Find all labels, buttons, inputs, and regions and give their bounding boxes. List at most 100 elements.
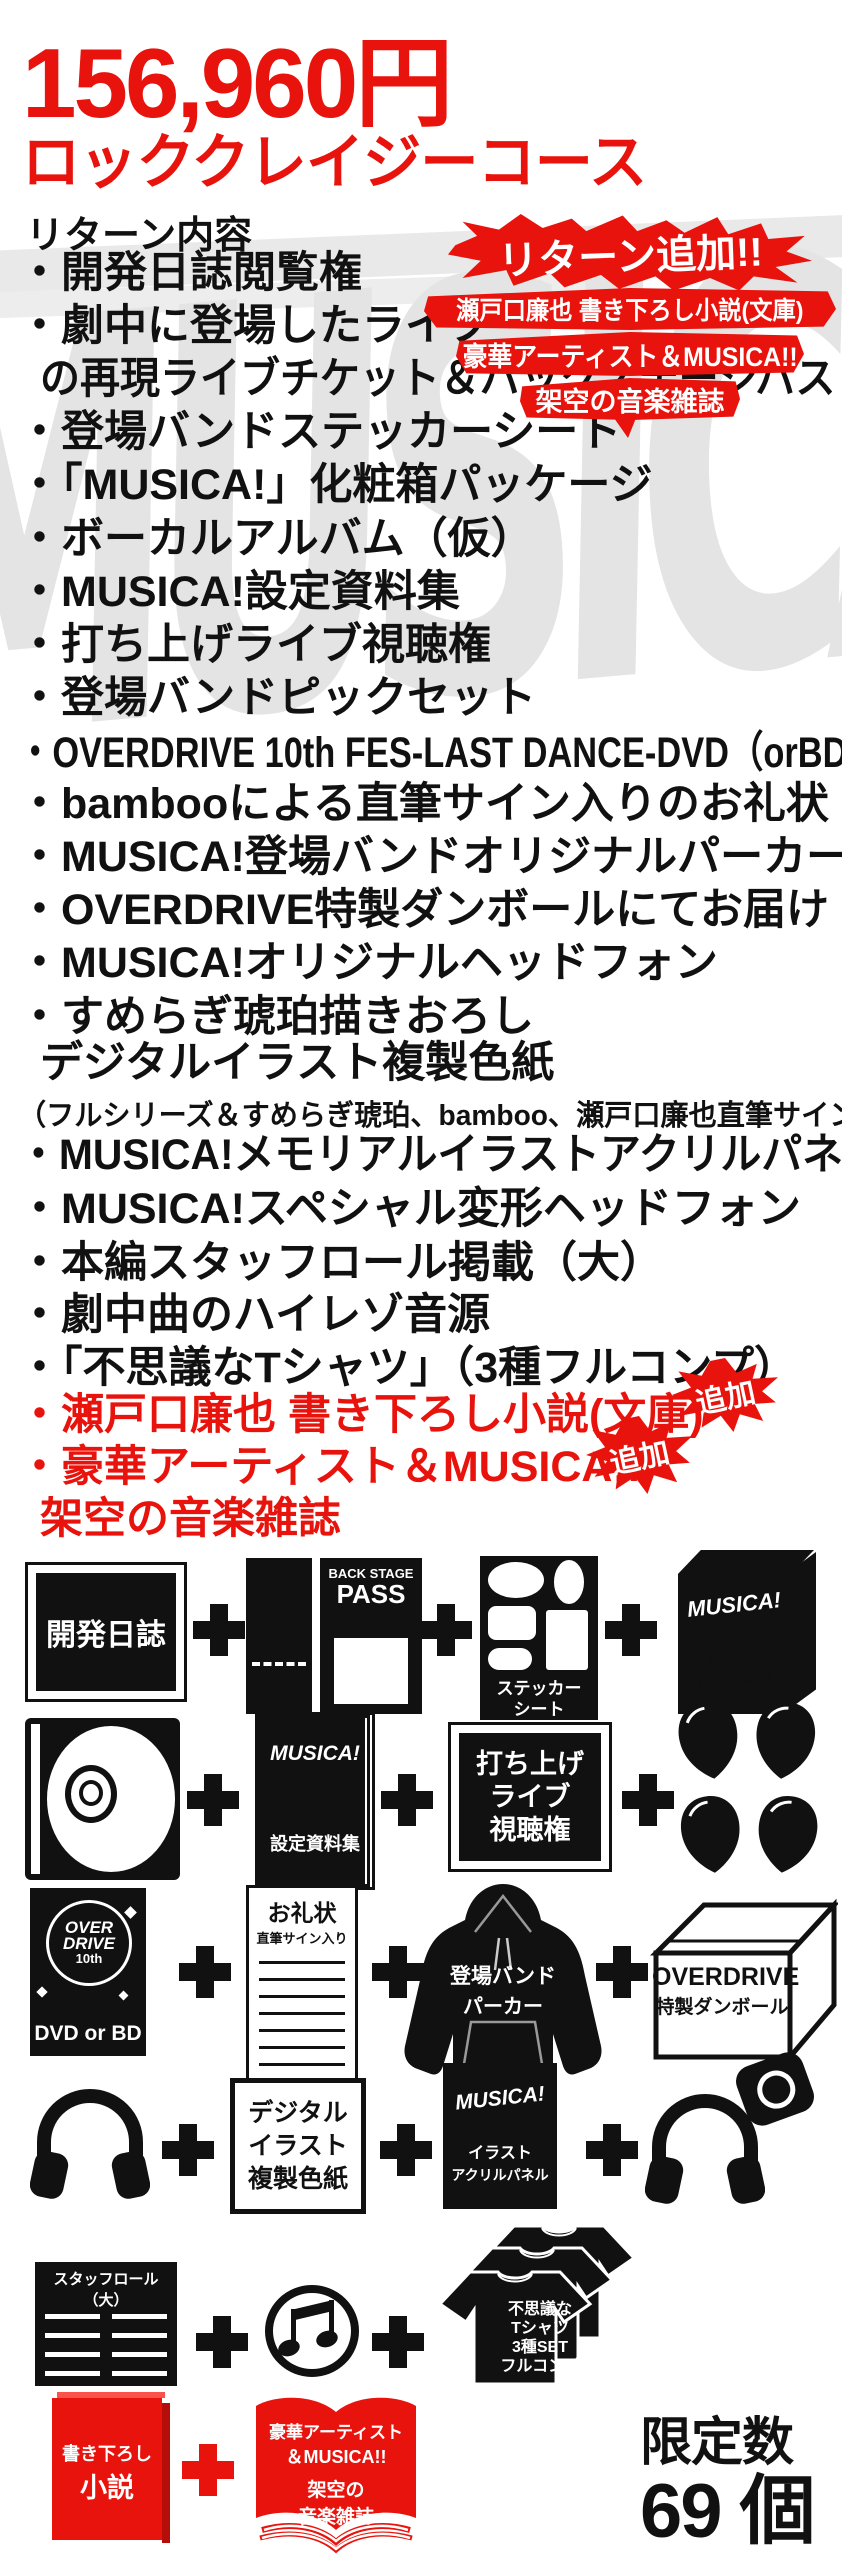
pass-label: PASS xyxy=(336,1579,406,1609)
thank-you-letter-icon: お礼状 直筆サイン入り xyxy=(246,1885,358,2099)
shipping-box-icon: OVERDRIVE 特製ダンボール xyxy=(648,1893,840,2064)
sparkle-icon xyxy=(36,1986,48,1998)
panel-label: イラスト xyxy=(468,2145,532,2162)
sticker-shape xyxy=(554,1560,584,1604)
list-item: ・OVERDRIVE特製ダンボールにてお届け xyxy=(18,886,829,934)
plus-icon: + xyxy=(380,2124,432,2176)
plus-icon: + xyxy=(372,2316,424,2368)
staff-roll-icon: スタッフロール （大） xyxy=(35,2262,177,2386)
band-hoodie-icon: 登場バンド パーカー xyxy=(400,1876,606,2102)
sticker-shape xyxy=(488,1606,536,1640)
cosmetic-box-label: パッケージ xyxy=(696,1674,772,1691)
addition-badge-line: 架空の音楽雑誌 xyxy=(520,378,740,420)
carton-shape xyxy=(649,1898,840,2064)
panel-label: アクリルパネル xyxy=(451,2167,549,2183)
overdrive-logo-text: 10th xyxy=(75,1951,103,1966)
letter-subtitle: 直筆サイン入り xyxy=(256,1931,348,1946)
carton-label: 特製ダンボール xyxy=(655,1997,789,2018)
list-item: ・打ち上げライブ視聴権 xyxy=(18,621,491,669)
pick-shape xyxy=(680,1796,740,1873)
overdrive-logo-text: OVER xyxy=(64,1918,114,1937)
list-item: ・OVERDRIVE 10th FES-LAST DANCE-DVD（orBD） xyxy=(18,729,842,777)
carton-label: OVERDRIVE xyxy=(652,1963,800,1991)
after-party-label: ライブ xyxy=(489,1781,571,1812)
list-item: デジタルイラスト複製色紙 xyxy=(40,1039,555,1087)
list-item: ・本編スタッフロール掲載（大） xyxy=(18,1239,663,1287)
cd-spine xyxy=(31,1724,40,1874)
limited-label: 限定数 xyxy=(640,2414,794,2472)
plus-icon: + xyxy=(420,1604,472,1656)
list-item: ・MUSICA!メモリアルイラストアクリルパネル xyxy=(18,1131,842,1179)
page-edge xyxy=(365,1718,367,1884)
plus-icon: + xyxy=(196,2316,248,2368)
after-party-label: 打ち上げ xyxy=(476,1748,584,1779)
shikishi-label: デジタル xyxy=(248,2098,348,2127)
tshirt-label: 3種SET xyxy=(511,2339,569,2356)
artbook-label: 設定資料集 xyxy=(270,1834,360,1854)
list-item: ・すめらぎ琥珀描きおろし xyxy=(18,993,534,1041)
list-item-added: 架空の音楽雑誌 xyxy=(40,1495,341,1543)
shikishi-label: 複製色紙 xyxy=(247,2164,348,2193)
shikishi-icon: デジタル イラスト 複製色紙 xyxy=(230,2078,366,2214)
plus-icon: + xyxy=(381,1774,433,1826)
pick-shape xyxy=(756,1702,816,1779)
limited-quantity: 限定数 69 個 xyxy=(640,2400,816,2550)
list-item: ・劇中に登場したライブ xyxy=(18,302,491,350)
case-circle xyxy=(751,2065,801,2114)
credit-lines xyxy=(45,2314,100,2378)
sparkle-icon xyxy=(118,1990,129,2001)
musica-logo: MUSICA! xyxy=(685,1587,783,1622)
sticker-sheet-icon: ステッカー シート xyxy=(480,1556,598,1720)
magazine-label: 豪華アーティスト xyxy=(269,2423,403,2442)
backstage-label: BACK STAGE xyxy=(328,1566,414,1581)
plus-icon: + xyxy=(162,2124,214,2176)
list-item: ・ボーカルアルバム（仮） xyxy=(18,515,534,563)
page-edge xyxy=(370,1715,372,1887)
headphone-shape xyxy=(644,2094,766,2204)
musica-logo: MUSICA! xyxy=(454,2082,546,2115)
tshirt-label: フルコンプ xyxy=(500,2358,580,2375)
hires-audio-note-icon xyxy=(262,2284,362,2379)
list-item: ・「不思議なTシャツ」（3種フルコンプ） xyxy=(18,1344,798,1392)
return-addition-badge: リターン追加!! 瀬戸口廉也 書き下ろし小説(文庫) 豪華アーティスト＆MUSI… xyxy=(418,214,842,438)
list-item: ・劇中曲のハイレゾ音源 xyxy=(18,1291,491,1339)
after-party-label: 視聴権 xyxy=(489,1814,571,1845)
music-magazine-icon: 豪華アーティスト ＆MUSICA!! 架空の 音楽雑誌 xyxy=(250,2390,422,2556)
tshirt-label: Tシャツ xyxy=(511,2320,569,2337)
list-item: ・開発日誌閲覧権 xyxy=(18,249,362,297)
letter-title: お礼状 xyxy=(267,1900,337,1926)
tshirt-set-icon: 不思議な Tシャツ 3種SET フルコンプ xyxy=(437,2224,637,2398)
magazine-label: ＆MUSICA!! xyxy=(285,2447,387,2467)
musica-logo: MUSICA! xyxy=(270,1742,360,1765)
fes-dvd-icon: OVER DRIVE 10th DVD or BD xyxy=(30,1888,146,2056)
sticker-shape xyxy=(546,1610,588,1670)
returns-list: ・開発日誌閲覧権 ・劇中に登場したライブ の再現ライブチケット＆バックステージパ… xyxy=(18,248,842,1548)
shikishi-label: イラスト xyxy=(248,2131,348,2160)
plus-icon: + xyxy=(596,1946,648,1998)
list-item: ・MUSICA!設定資料集 xyxy=(18,568,460,616)
acrylic-panel-icon: MUSICA! イラスト アクリルパネル xyxy=(443,2063,557,2209)
list-item-added: ・豪華アーティスト＆MUSICA!! xyxy=(18,1443,642,1491)
tshirt-label: 不思議な xyxy=(507,2301,572,2318)
box-front-face: MUSICA! 化粧箱 パッケージ xyxy=(676,1574,790,1714)
cd-hub xyxy=(65,1765,117,1823)
addition-badge-title: リターン追加!! xyxy=(497,230,764,284)
guitar-picks-icon xyxy=(676,1700,822,1880)
addition-badge-line: 豪華アーティスト＆MUSICA!! xyxy=(456,332,804,376)
open-book-shape xyxy=(256,2397,416,2554)
addition-line-text: 豪華アーティスト＆MUSICA!! xyxy=(462,341,798,372)
hoodie-label: パーカー xyxy=(463,1996,543,2018)
headphone-shape xyxy=(29,2089,151,2199)
list-item: ・MUSICA!登場バンドオリジナルパーカー xyxy=(18,833,842,881)
sticker-label: シート xyxy=(513,1700,565,1719)
pass-photo-area xyxy=(334,1638,408,1704)
addition-line-text: 架空の音楽雑誌 xyxy=(535,386,725,417)
credit-lines xyxy=(112,2314,167,2378)
list-item: ・MUSICA!スペシャル変形ヘッドフォン xyxy=(18,1185,801,1233)
cosmetic-box-label: 化粧箱 xyxy=(708,1649,760,1668)
vocal-album-cd-icon xyxy=(25,1718,180,1880)
plus-icon: + xyxy=(372,1946,424,1998)
cd-hole xyxy=(79,1780,103,1806)
sticker-label: ステッカー xyxy=(496,1679,582,1698)
list-item-added: ・瀬戸口廉也 書き下ろし小説(文庫) xyxy=(18,1391,704,1439)
